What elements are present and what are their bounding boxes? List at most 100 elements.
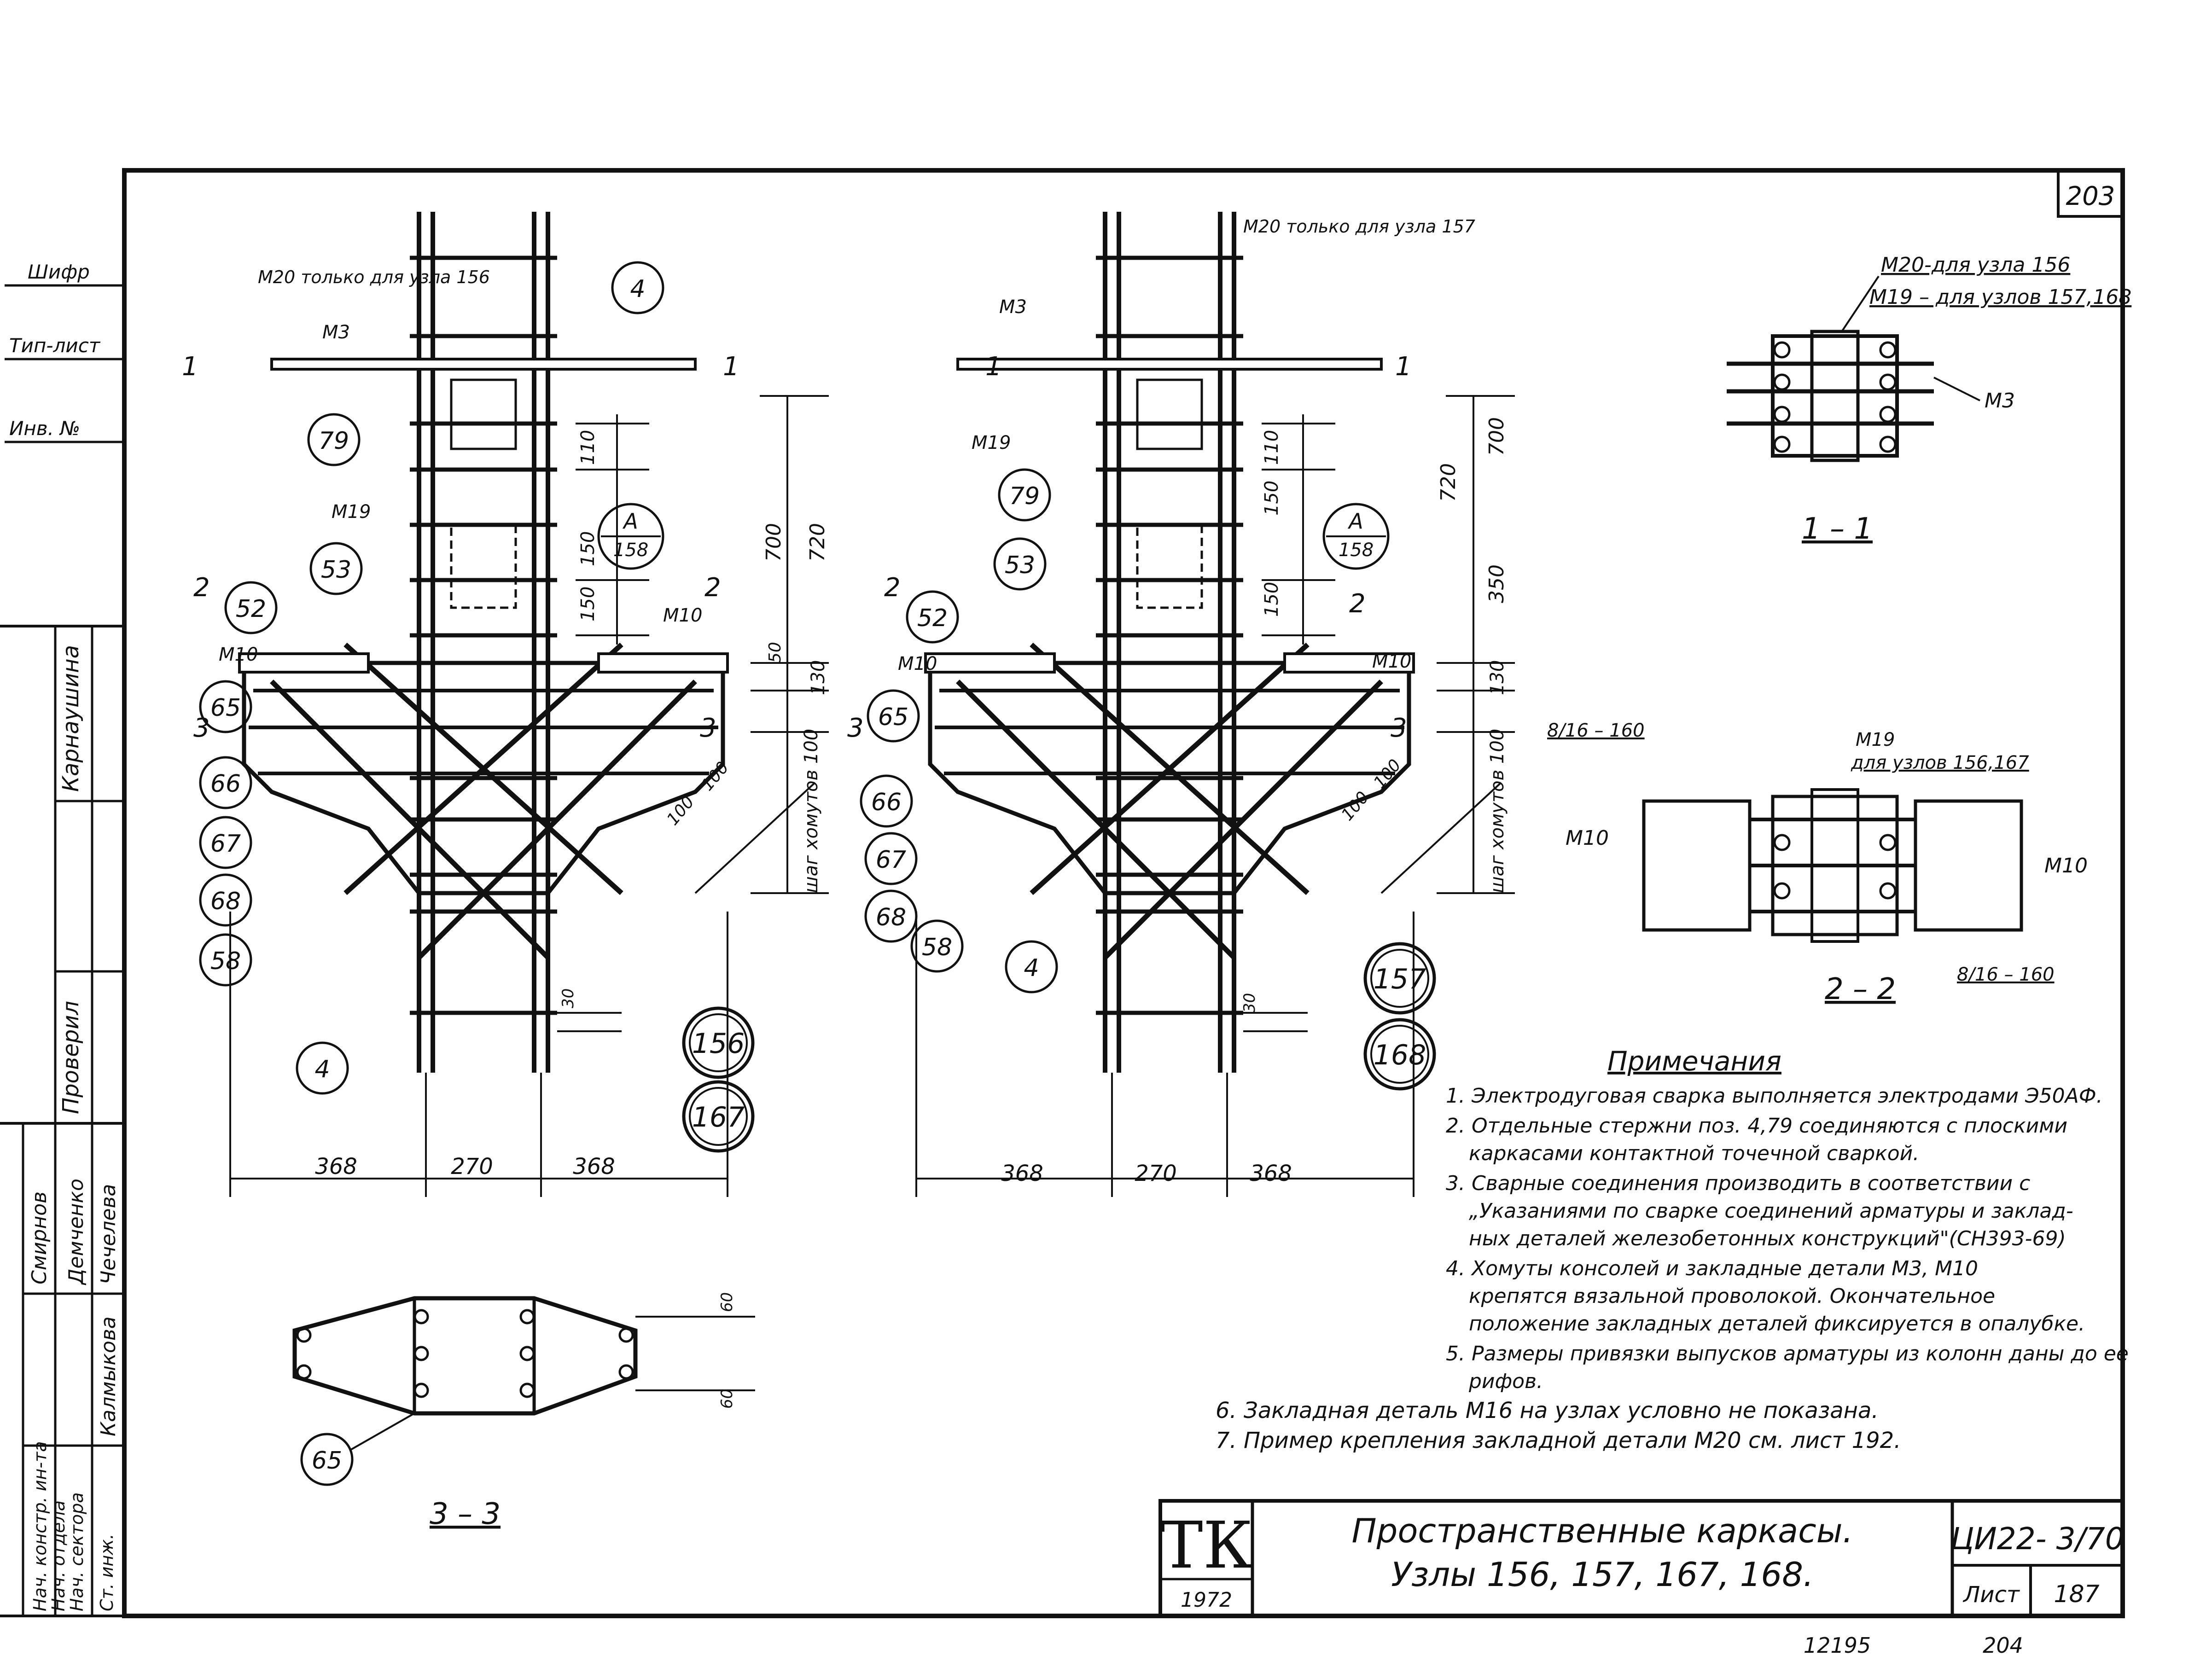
notes-block: Примечания 1. Электродуговая сварка выпо… <box>1216 1046 2129 1453</box>
section-22-label: М10 <box>1566 826 1609 850</box>
section-mark: 2 <box>884 573 901 603</box>
page-number: 203 <box>2066 181 2115 211</box>
dim-vertical: 700 <box>1485 417 1508 456</box>
dim-bottom: 270 <box>451 1154 493 1179</box>
bottom-number: 204 <box>1983 1633 2023 1658</box>
note-line: 2. Отдельные стержни поз. 4,79 соединяют… <box>1446 1114 2067 1138</box>
stamp-field-inv: Инв. № <box>9 417 80 440</box>
stamp-row-label: Нач. отдела <box>48 1500 69 1611</box>
sheet-number: 187 <box>2054 1580 2099 1608</box>
section-2-2: М19 для узлов 156,167 М10 М10 8/16 – 160… <box>1547 720 2088 1006</box>
detail-sheet: 158 <box>613 540 648 561</box>
note-line: „Указаниями по сварке соединений арматур… <box>1469 1199 2073 1223</box>
section-22-label: для узлов 156,167 <box>1851 752 2029 773</box>
section-mark: 1 <box>182 352 198 382</box>
note-line: 5. Размеры привязки выпусков арматуры из… <box>1446 1342 2129 1365</box>
stamp-row-label: Ст. инж. <box>97 1534 117 1611</box>
dim-vertical: 110 <box>577 430 599 465</box>
title-line-1: Пространственные каркасы. <box>1352 1511 1853 1550</box>
dim-vertical: 150 <box>1261 481 1282 516</box>
stamp-row-label: Нач. сектора <box>67 1493 87 1612</box>
label-m10-left: М10 <box>219 644 258 665</box>
title-block: ТК 1972 Пространственные каркасы. Узлы 1… <box>1158 1499 2125 1618</box>
stamp-check-name: Карнаушина <box>58 645 84 792</box>
stamp-row-label: Нач. констр. ин-та <box>30 1441 50 1612</box>
dim-bottom: 368 <box>573 1154 615 1179</box>
sheet-label: Лист <box>1962 1582 2020 1608</box>
callout-65: 65 <box>210 694 241 722</box>
detail-mark: А <box>1347 509 1363 534</box>
stamp-signature: Калмыкова <box>97 1316 120 1436</box>
dim-bottom: 270 <box>1135 1161 1177 1186</box>
label-m10-left: М10 <box>898 653 937 674</box>
callout-79: 79 <box>1009 482 1040 510</box>
note-line: 4. Хомуты консолей и закладные детали М3… <box>1446 1257 1978 1280</box>
dim-diagonal: 100 <box>663 793 698 829</box>
stamp-signature: Смирнов <box>28 1191 51 1284</box>
dim-vertical: 110 <box>1261 430 1282 465</box>
node-mark-156: 156 <box>692 1028 745 1060</box>
detail-sheet: 158 <box>1339 540 1374 561</box>
label-m19: М19 <box>972 432 1011 453</box>
dim-small: 30 <box>559 988 577 1008</box>
dim-diagonal: 100 <box>1370 756 1405 792</box>
stamp-check-label: Проверил <box>58 1001 84 1114</box>
label-m10-right: М10 <box>1372 651 1411 672</box>
section-22-label: М10 <box>2044 854 2088 877</box>
dim-vertical: 50 <box>766 642 785 663</box>
dim-vertical: 350 <box>1485 564 1508 603</box>
node-labels-right: М20 только для узла 157 М3 М19 М10 М10 А… <box>847 216 1508 1186</box>
stirrup-step-label: шаг хомутов 100 <box>801 729 822 893</box>
dim-vertical: 130 <box>808 660 829 695</box>
note-line: каркасами контактной точечной сваркой. <box>1469 1142 1919 1165</box>
section-1-1: М20-для узла 156 М19 – для узлов 157,168… <box>1727 253 2131 546</box>
note-line: 7. Пример крепления закладной детали М20… <box>1216 1428 1901 1453</box>
section-11-label: М3 <box>1985 389 2015 412</box>
section-mark: 3 <box>847 713 864 743</box>
weld-bottom: 8/16 – 160 <box>1957 964 2055 985</box>
section-3-3: 60 60 65 3 – 3 <box>292 1292 755 1531</box>
dim-vertical: 720 <box>1437 463 1460 502</box>
callout-4: 4 <box>314 1056 330 1083</box>
label-m3: М3 <box>999 296 1027 318</box>
section-22-label: М19 <box>1856 729 1895 750</box>
callout-53: 53 <box>321 556 351 584</box>
label-m20: М20 только для узла 157 <box>1243 216 1475 237</box>
dim-vertical: 150 <box>1261 582 1282 617</box>
detail-mark: А <box>622 509 638 534</box>
note-line: рифов. <box>1468 1370 1543 1393</box>
section-mark: 3 <box>1391 713 1407 743</box>
dim-vertical: 150 <box>577 587 599 622</box>
node-mark-168: 168 <box>1374 1039 1426 1071</box>
dim-section-33: 60 <box>718 1389 736 1409</box>
stirrup-step-label: шаг хомутов 100 <box>1487 729 1508 893</box>
section-mark: 2 <box>193 573 210 603</box>
label-m19: М19 <box>332 501 371 523</box>
dim-bottom: 368 <box>1250 1161 1292 1186</box>
drawing-code: ЦИ22- 3/70 <box>1950 1521 2125 1557</box>
stamp-signature: Демченко <box>64 1179 88 1285</box>
node-mark-157: 157 <box>1374 963 1426 995</box>
callout-65: 65 <box>312 1447 342 1475</box>
sheet-frame <box>122 168 2125 1618</box>
callout-66: 66 <box>871 789 902 816</box>
stamp-field-shifr: Шифр <box>28 261 90 283</box>
callout-53: 53 <box>1005 552 1035 579</box>
dim-small: 30 <box>1240 993 1259 1013</box>
side-stamp: Шифр Тип-лист Инв. № Карнаушина Проверил… <box>0 261 124 1617</box>
dim-bottom: 368 <box>315 1154 357 1179</box>
callout-4: 4 <box>630 275 645 303</box>
dim-vertical: 720 <box>806 523 829 562</box>
node-labels-left: М20 только для узла 156 М3 М19 М10 М10 А… <box>182 261 829 1179</box>
section-11-title: 1 – 1 <box>1802 512 1873 546</box>
title-line-2: Узлы 156, 157, 167, 168. <box>1391 1555 1814 1594</box>
callout-52: 52 <box>917 604 948 632</box>
year: 1972 <box>1181 1588 1232 1612</box>
dim-diagonal: 100 <box>1338 788 1373 825</box>
section-mark: 2 <box>704 573 721 603</box>
section-22-title: 2 – 2 <box>1825 972 1896 1006</box>
note-line: 1. Электродуговая сварка выполняется эле… <box>1446 1084 2103 1108</box>
dim-vertical: 130 <box>1487 660 1508 695</box>
callout-68: 68 <box>210 888 241 915</box>
